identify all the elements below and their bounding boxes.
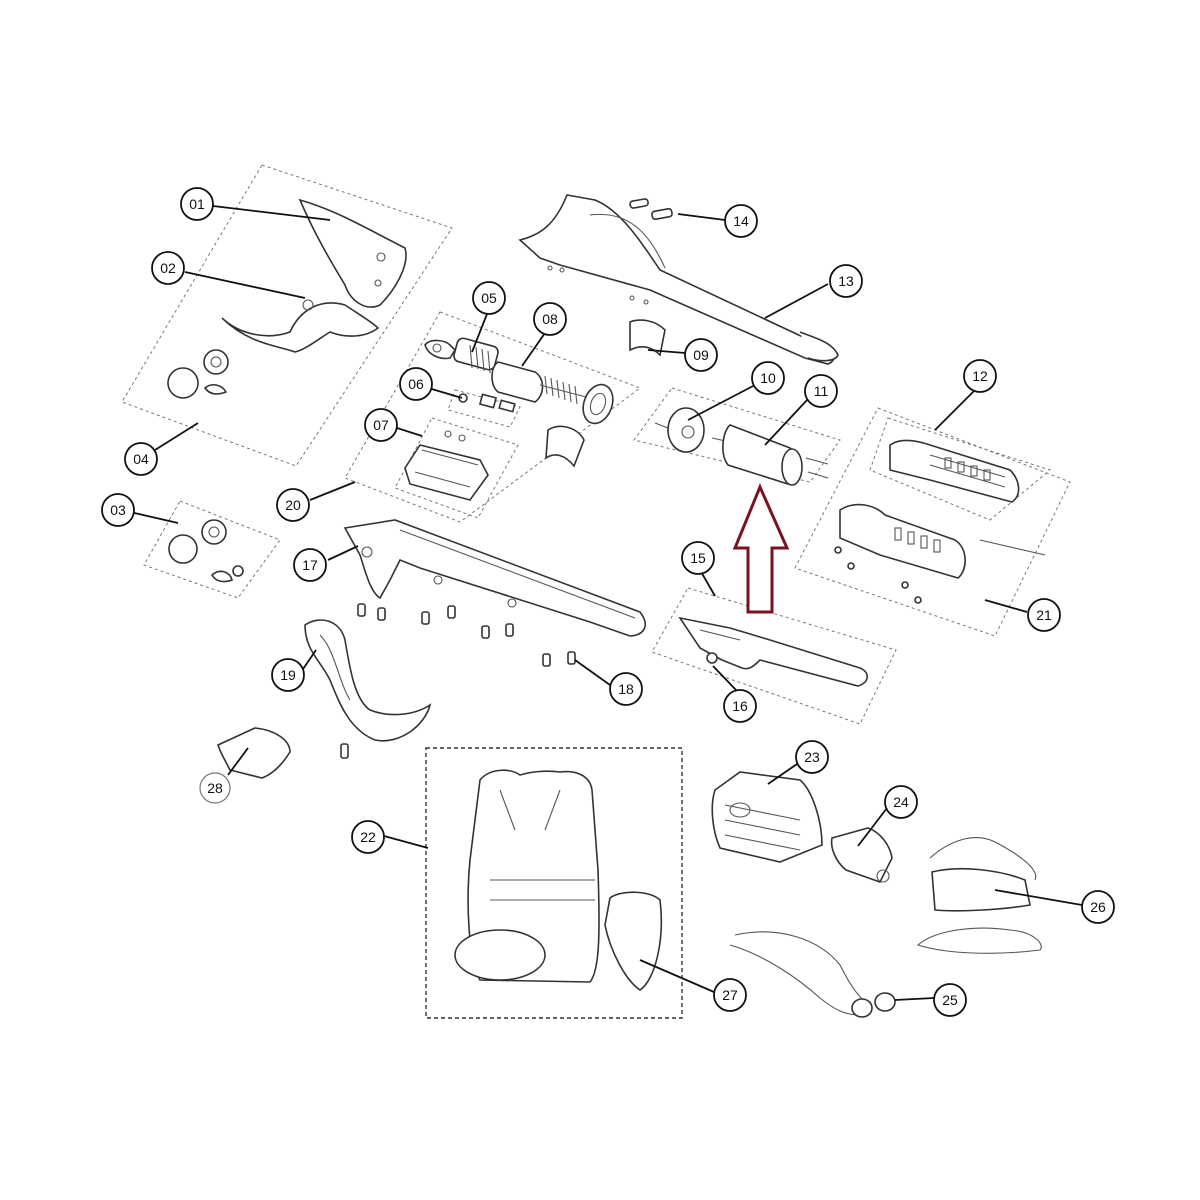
svg-text:12: 12	[972, 368, 988, 384]
svg-text:10: 10	[760, 370, 776, 386]
callout-17: 17	[293, 548, 327, 582]
callout-27: 27	[713, 978, 747, 1012]
svg-text:06: 06	[408, 376, 424, 392]
svg-text:22: 22	[360, 829, 376, 845]
callout-18: 18	[609, 672, 643, 706]
callout-10: 10	[751, 361, 785, 395]
part-25-cable	[729, 931, 896, 1018]
callout-08: 08	[533, 302, 567, 336]
group-21-outline	[794, 407, 1071, 637]
callout-04: 04	[124, 442, 158, 476]
callout-14: 14	[724, 204, 758, 238]
leader-lines	[129, 205, 1083, 1001]
part-08-screw-shaft	[491, 361, 614, 425]
svg-text:04: 04	[133, 451, 149, 467]
part-14-screws	[629, 198, 673, 221]
part-01-blade	[298, 198, 407, 308]
part-21-lower-assembly	[834, 503, 966, 604]
group-03-outline	[143, 500, 281, 599]
callout-03: 03	[101, 493, 135, 527]
part-22-harness	[454, 769, 663, 991]
callout-25: 25	[933, 983, 967, 1017]
part-19-trigger-guard	[304, 619, 432, 759]
part-02-hook	[221, 299, 380, 353]
part-26-charger	[916, 837, 1042, 954]
svg-text:11: 11	[814, 383, 829, 399]
svg-text:02: 02	[160, 260, 176, 276]
callout-05: 05	[472, 281, 506, 315]
part-07-housing-block	[394, 417, 519, 519]
svg-text:28: 28	[207, 780, 223, 796]
part-spring-gear-set-a	[167, 349, 229, 399]
part-06-screw-set	[447, 389, 521, 428]
svg-text:25: 25	[942, 992, 958, 1008]
svg-text:15: 15	[690, 550, 706, 566]
callout-13: 13	[829, 264, 863, 298]
part-12-electronics-housing	[889, 439, 1020, 503]
svg-text:26: 26	[1090, 899, 1106, 915]
svg-text:13: 13	[838, 273, 854, 289]
callout-11: 11	[804, 374, 838, 408]
callout-26: 26	[1081, 890, 1115, 924]
part-17-main-body	[343, 519, 646, 637]
callout-22: 22	[351, 820, 385, 854]
part-05-nut	[424, 337, 499, 374]
callout-15: 15	[681, 541, 715, 575]
svg-text:21: 21	[1036, 607, 1052, 623]
callout-12: 12	[963, 359, 997, 393]
callout-09: 09	[684, 338, 718, 372]
callout-21: 21	[1027, 598, 1061, 632]
svg-text:17: 17	[302, 557, 318, 573]
svg-text:01: 01	[189, 196, 205, 212]
callout-02: 02	[151, 251, 185, 285]
part-09-bushing	[545, 319, 666, 468]
svg-text:09: 09	[693, 347, 709, 363]
group-15-outline	[651, 587, 897, 725]
highlight-arrow	[732, 483, 790, 614]
part-10-coupling	[654, 407, 705, 453]
part-24-adapter	[830, 827, 893, 883]
svg-text:18: 18	[618, 681, 634, 697]
svg-text:16: 16	[732, 698, 748, 714]
part-13-handle-shell	[518, 194, 839, 365]
svg-text:24: 24	[893, 794, 909, 810]
callout-19: 19	[271, 658, 305, 692]
part-23-battery	[711, 771, 823, 863]
callout-28: 28	[199, 772, 231, 804]
part-28-pad	[217, 727, 291, 779]
svg-text:07: 07	[373, 417, 389, 433]
callout-01: 01	[180, 187, 214, 221]
part-18-screws	[357, 603, 576, 667]
callout-07: 07	[364, 408, 398, 442]
callout-23: 23	[795, 740, 829, 774]
svg-text:05: 05	[481, 290, 497, 306]
callout-24: 24	[884, 785, 918, 819]
axis-line-21	[979, 539, 1046, 556]
svg-text:19: 19	[280, 667, 296, 683]
svg-text:14: 14	[733, 213, 749, 229]
part-16-trigger-assembly	[678, 616, 869, 687]
part-11-motor	[711, 424, 829, 486]
group-22-outline	[425, 747, 683, 1019]
svg-text:08: 08	[542, 311, 558, 327]
callout-16: 16	[723, 689, 757, 723]
svg-text:23: 23	[804, 749, 820, 765]
svg-text:03: 03	[110, 502, 126, 518]
svg-text:20: 20	[285, 497, 301, 513]
group-04-outline	[121, 164, 453, 467]
callout-20: 20	[276, 488, 310, 522]
callout-06: 06	[399, 367, 433, 401]
svg-text:27: 27	[722, 987, 738, 1003]
